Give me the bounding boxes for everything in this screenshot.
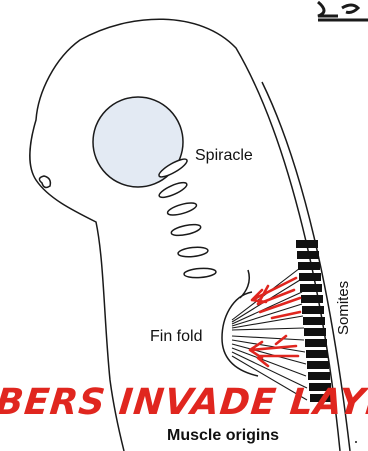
arrow: [258, 356, 298, 366]
somite: [306, 350, 328, 358]
gill-slit: [184, 267, 217, 278]
somite: [298, 262, 320, 270]
somite: [300, 284, 322, 292]
speck: [355, 441, 357, 443]
somites: [296, 240, 332, 402]
somite: [296, 240, 318, 248]
gill-slit: [166, 201, 197, 218]
somite: [299, 273, 321, 281]
muscle-origins-label: Muscle origins: [167, 427, 279, 445]
somite: [307, 361, 329, 369]
somite: [297, 251, 319, 259]
handwritten-annotation: BERS INVADE LAYE: [0, 382, 368, 423]
spiracle-label: Spiracle: [195, 147, 253, 165]
somite: [303, 317, 325, 325]
arrow: [276, 336, 286, 344]
somite: [308, 372, 330, 380]
corner-fragment: [318, 2, 368, 20]
somite: [302, 306, 324, 314]
gill-slit: [170, 222, 201, 237]
fin-fold-label: Fin fold: [150, 328, 202, 346]
somite: [304, 328, 326, 336]
somite: [305, 339, 327, 347]
somites-label: Somites: [335, 281, 352, 335]
gill-slits: [157, 156, 216, 279]
somite: [301, 295, 323, 303]
gill-slit: [178, 246, 209, 258]
red-arrows: [250, 278, 300, 366]
muscle-bud-lines: [232, 268, 307, 400]
gill-slit: [157, 180, 188, 200]
